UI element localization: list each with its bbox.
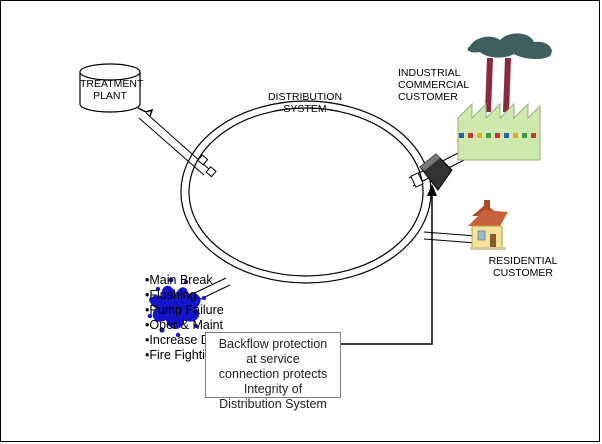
factory-icon bbox=[457, 33, 552, 161]
distribution-ring bbox=[180, 100, 432, 284]
treatment-plant-tank-icon bbox=[79, 63, 154, 117]
industrial-customer-label: INDUSTRIAL COMMERCIAL CUSTOMER bbox=[398, 67, 470, 103]
backflow-preventer-icon bbox=[419, 153, 453, 191]
plant-valve bbox=[197, 154, 209, 166]
list-item: Oper & Maint bbox=[145, 318, 248, 333]
list-item: Flushing bbox=[145, 288, 248, 303]
list-item: Main Break bbox=[145, 273, 248, 288]
backflow-callout: Backflow protection at service connectio… bbox=[205, 332, 341, 411]
plant-pipe bbox=[138, 112, 217, 178]
residential-customer-label: RESIDENTIAL CUSTOMER bbox=[488, 255, 558, 279]
ring-valve bbox=[205, 166, 217, 178]
service-valve bbox=[410, 172, 424, 188]
treatment-plant-label: TREATMENT PLANT bbox=[80, 78, 144, 102]
callout-arrow bbox=[341, 184, 437, 345]
distribution-system-label: DISTRIBUTION SYSTEM bbox=[267, 91, 343, 115]
house-icon bbox=[468, 200, 508, 250]
smoke-cloud-icon bbox=[467, 33, 552, 60]
list-item: Fire Fighting bbox=[145, 348, 248, 363]
list-item: Pump Failure bbox=[145, 303, 248, 318]
